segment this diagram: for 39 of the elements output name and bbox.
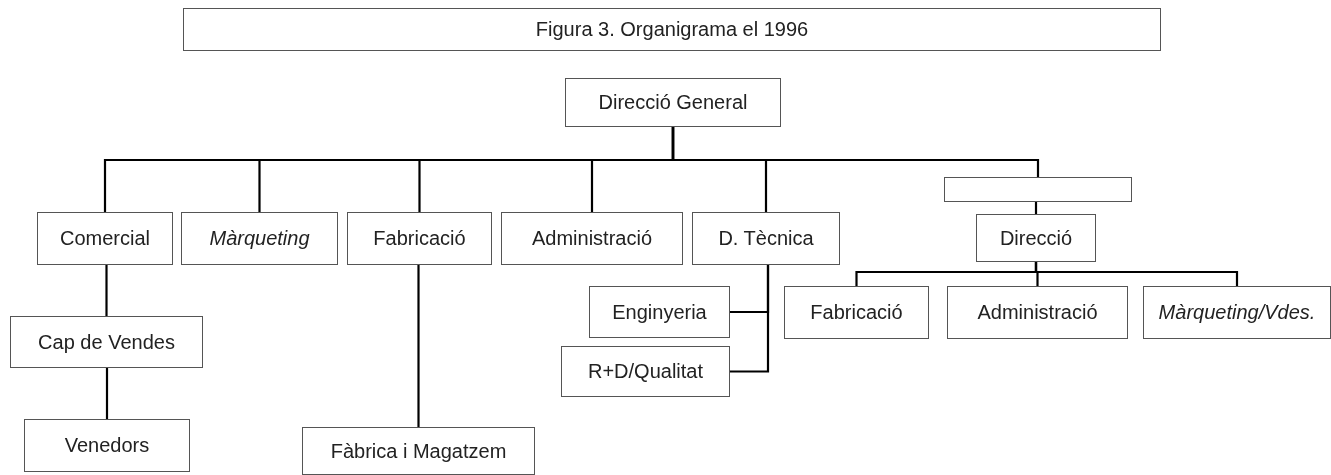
box-label: Direcció General <box>598 91 748 114</box>
box-label: Administració <box>531 227 652 250</box>
connector-line <box>417 265 420 427</box>
connector-line <box>105 265 108 316</box>
box-label: Administració <box>977 301 1098 324</box>
org-box <box>302 427 535 475</box>
org-box <box>976 214 1096 262</box>
org-box <box>565 78 781 127</box>
connector-line <box>105 368 109 419</box>
box-label: Direcció <box>999 226 1073 250</box>
title-text: Figura 3. Organigrama el 1996 <box>535 18 809 41</box>
box-label: Fàbrica i Magatzem <box>330 439 507 463</box>
box-label: R+D/Qualitat <box>587 360 704 383</box>
box-label: D. Tècnica <box>718 227 814 250</box>
box-label: Cap de Vendes <box>38 330 175 354</box>
connector-line <box>730 265 770 373</box>
org-box <box>37 212 173 265</box>
org-box <box>501 212 683 265</box>
org-box <box>947 286 1128 339</box>
box-label: Màrqueting/Vdes. <box>1158 301 1316 324</box>
org-box <box>692 212 840 265</box>
box-label: Comercial <box>60 227 150 250</box>
org-box <box>10 316 203 368</box>
connector-line <box>1034 262 1239 286</box>
connector-line <box>671 127 1040 177</box>
org-box <box>784 286 929 339</box>
box-label: Fabricació <box>810 301 903 324</box>
org-box <box>589 286 730 338</box>
org-box <box>1143 286 1331 339</box>
box-label: Màrqueting <box>209 227 310 250</box>
box-label: Venedors <box>64 434 150 457</box>
box-label: Fabricació <box>373 227 466 250</box>
connector-line <box>1034 202 1038 214</box>
box-label: Enginyeria <box>612 300 707 324</box>
org-box <box>561 346 730 397</box>
org-box <box>347 212 492 265</box>
empty-box <box>944 177 1132 202</box>
org-box <box>24 419 190 472</box>
org-box <box>181 212 338 265</box>
